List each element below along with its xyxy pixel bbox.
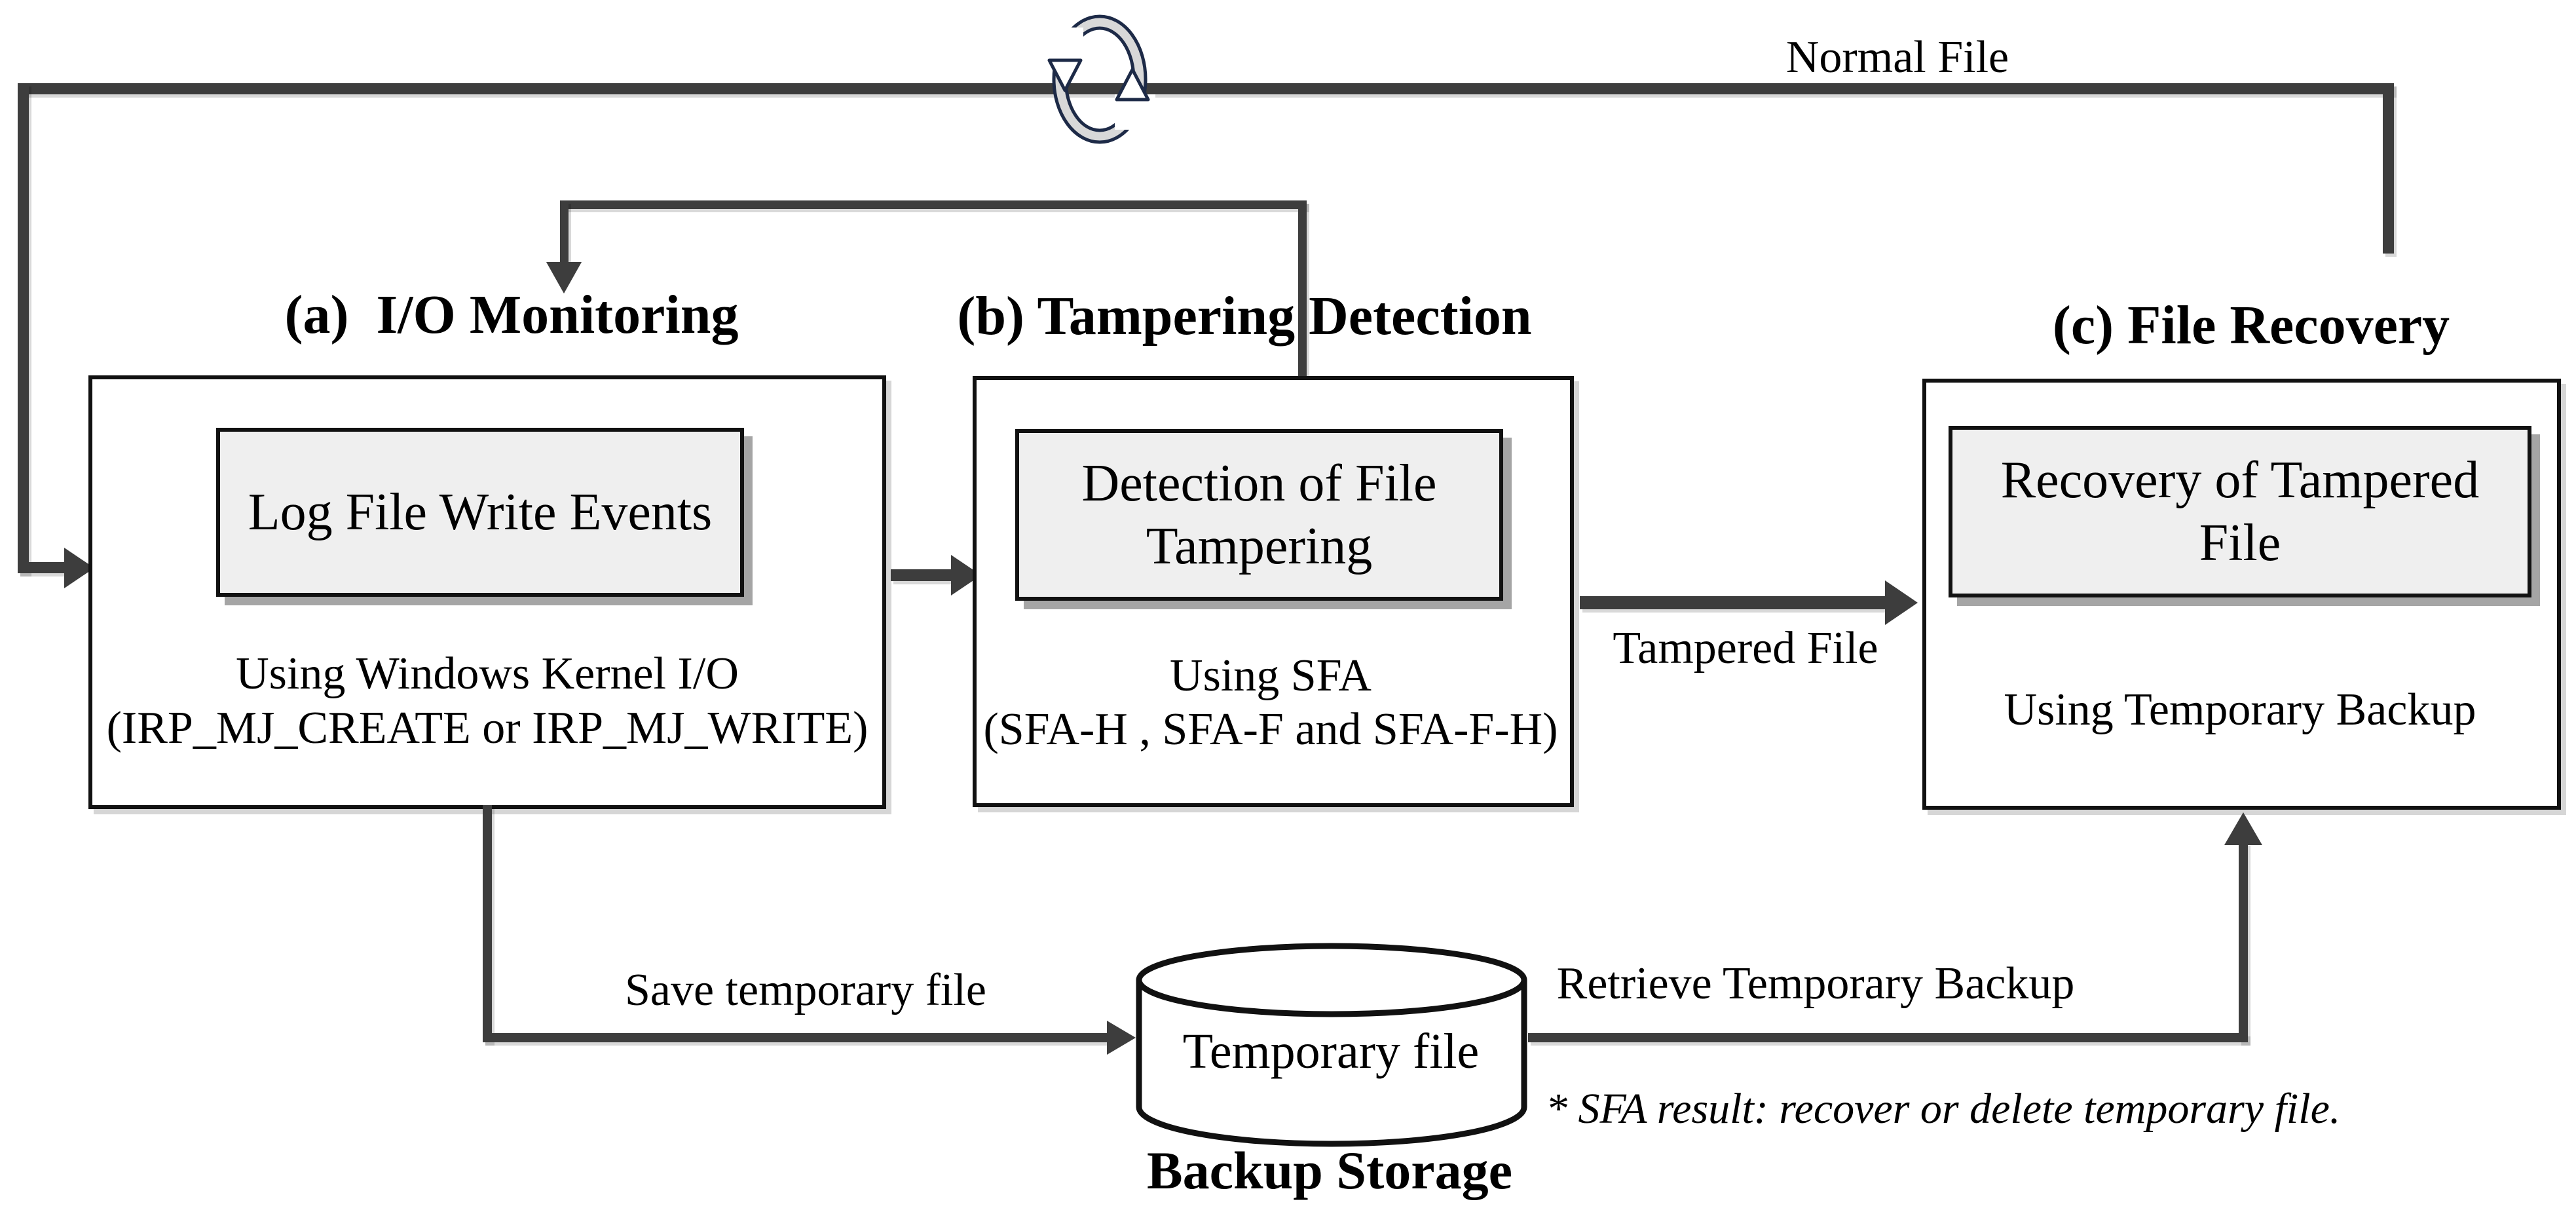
stage-a-detail-2: (IRP_MJ_CREATE or IRP_MJ_WRITE) [106, 703, 868, 753]
stage-a-detail-1: Using Windows Kernel I/O [236, 649, 739, 699]
stage-c-step-line1: Recovery of Tampered [2000, 451, 2480, 509]
tampered-file-label: Tampered File [1613, 623, 1878, 673]
stage-a-title: (a) I/O Monitoring [284, 284, 739, 345]
stage-c-step-box: Recovery of Tampered File [1949, 426, 2531, 597]
storage-caption: Backup Storage [1146, 1141, 1513, 1200]
stage-b-step-box: Detection of File Tampering [1015, 429, 1503, 601]
loop-right-line [2383, 83, 2394, 254]
loop-left-line [18, 83, 29, 573]
bracket-arrowhead-down [546, 262, 582, 293]
stage-c-detail-1: Using Temporary Backup [2004, 685, 2476, 735]
arrow-a-to-b-shaft [891, 569, 953, 581]
retrieve-backup-label: Retrieve Temporary Backup [1556, 958, 2075, 1009]
backup-storage-cylinder [1136, 943, 1527, 1147]
loop-left-elbow [18, 562, 65, 573]
stage-b-detail-1: Using SFA [1170, 651, 1372, 701]
stage-b-step-line1: Detection of File [1081, 455, 1437, 512]
arrow-b-to-c-shaft [1580, 596, 1888, 609]
stage-a-step-box: Log File Write Events [216, 428, 744, 597]
stage-b-detail-2: (SFA-H , SFA-F and SFA-F-H) [983, 704, 1558, 755]
normal-file-label: Normal File [1785, 32, 2009, 83]
arrow-b-to-c-head [1885, 580, 1918, 625]
bracket-right-line [1298, 200, 1307, 376]
sfa-result-note: * SFA result: recover or delete temporar… [1546, 1085, 2341, 1133]
retrieve-path-horizontal [1528, 1033, 2248, 1042]
stage-b-title: (b) Tampering Detection [957, 286, 1532, 347]
stage-a-step-label: Log File Write Events [248, 483, 713, 541]
sync-loop-icon [1045, 14, 1155, 144]
save-path-vertical [483, 805, 492, 1042]
retrieve-path-arrowhead [2224, 812, 2262, 845]
save-path-horizontal [483, 1033, 1108, 1042]
retrieve-path-vertical [2239, 842, 2248, 1042]
bracket-left-line [560, 200, 569, 263]
save-path-arrowhead [1107, 1021, 1136, 1055]
save-temp-label: Save temporary file [624, 965, 987, 1015]
storage-item-label: Temporary file [1182, 1024, 1480, 1079]
bracket-top-line [560, 200, 1307, 209]
stage-c-title: (c) File Recovery [2052, 295, 2450, 356]
loop-top-line [18, 83, 2394, 94]
stage-b-step-line2: Tampering [1146, 518, 1373, 575]
stage-c-step-line2: File [2199, 514, 2281, 572]
